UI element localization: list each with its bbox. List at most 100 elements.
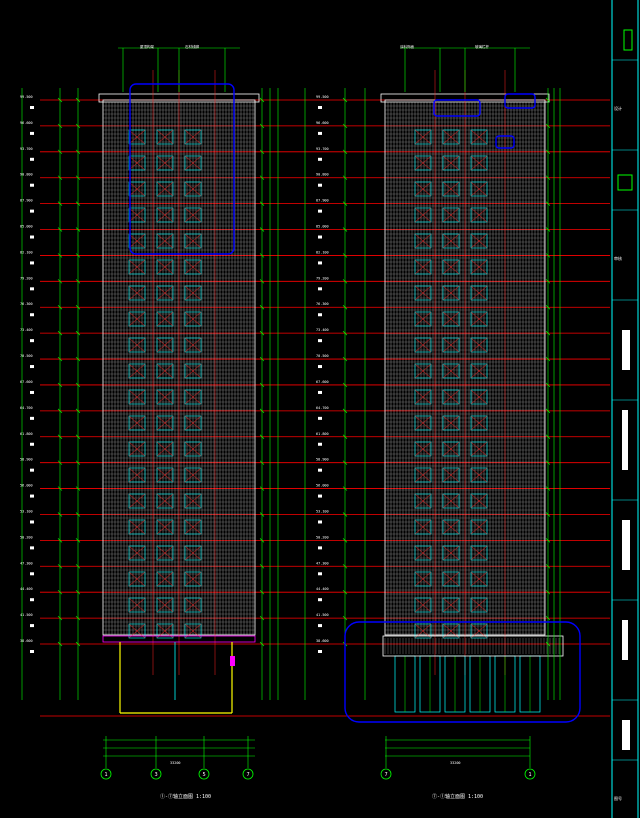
window-bracing [442, 597, 460, 613]
window-bracing [128, 155, 146, 171]
window-bracing [128, 571, 146, 587]
window-frame [470, 623, 488, 639]
window-frame [184, 155, 202, 171]
dimension-tick [75, 538, 81, 543]
window-frame [442, 519, 460, 535]
window-bracing [414, 389, 432, 405]
dimension-tick [342, 460, 348, 465]
dimension-tick [259, 641, 265, 647]
window-bracing [184, 571, 202, 587]
level-label-right: 47.300 [316, 561, 329, 565]
window-frame [156, 519, 174, 535]
window-bracing [184, 597, 202, 613]
dimension-tick [545, 149, 551, 155]
window-bracing [414, 233, 432, 249]
window-frame [470, 155, 488, 171]
dimension-tick [57, 123, 63, 129]
dimension-tick [545, 201, 551, 206]
dimension-tick [259, 330, 265, 336]
window-frame [156, 441, 174, 457]
dimension-tick [259, 486, 265, 491]
window-bracing [184, 415, 202, 431]
window-frame [156, 129, 174, 145]
window-bracing [470, 441, 488, 457]
window-frame [442, 233, 460, 249]
level-marker [318, 183, 322, 187]
dimension-tick [57, 175, 63, 180]
dimension-tick [75, 486, 81, 491]
level-marker [30, 494, 34, 498]
level-label-left: 56.000 [20, 484, 33, 488]
axis-bubble [198, 768, 210, 780]
window-bracing [470, 571, 488, 587]
axis-label: 7 [385, 772, 388, 778]
dimension-tick [75, 564, 81, 569]
window-bracing [184, 467, 202, 483]
dimension-tick [342, 175, 348, 180]
dimension-tick [57, 486, 63, 491]
level-marker [318, 650, 322, 653]
window-bracing [442, 129, 460, 145]
dimension-tick [545, 486, 551, 491]
dimension-tick [57, 641, 63, 647]
level-marker [318, 416, 322, 420]
window-bracing [184, 337, 202, 353]
level-label-left: 70.500 [20, 354, 33, 358]
window-bracing [128, 129, 146, 145]
dimension-tick [75, 253, 81, 258]
level-label-right: 41.500 [316, 613, 329, 617]
dimension-tick [342, 512, 348, 517]
dimension-tick [57, 434, 63, 439]
window-bracing [414, 363, 432, 379]
window-frame [184, 441, 202, 457]
dimension-tick [342, 382, 348, 388]
dimension-tick [259, 538, 265, 543]
revision-cloud [433, 99, 481, 117]
level-marker [30, 313, 34, 317]
window-frame [414, 337, 432, 353]
level-marker [318, 235, 322, 239]
dimension-tick [342, 305, 348, 310]
dimension-tick [545, 279, 551, 284]
window-frame [442, 129, 460, 145]
level-marker [318, 106, 322, 109]
title-block-text-bar [622, 410, 628, 470]
window-frame [414, 389, 432, 405]
window-bracing [156, 493, 174, 509]
window-bracing [442, 467, 460, 483]
level-label-right: 87.900 [316, 199, 329, 203]
window-frame [156, 571, 174, 587]
window-frame [184, 415, 202, 431]
window-frame [184, 207, 202, 223]
window-bracing [184, 129, 202, 145]
window-bracing [128, 441, 146, 457]
window-frame [442, 311, 460, 327]
dimension-tick [75, 641, 81, 647]
window-bracing [442, 311, 460, 327]
window-frame [442, 337, 460, 353]
dimension-tick [57, 408, 63, 414]
level-label-left: 73.400 [20, 328, 33, 332]
dimension-tick [75, 615, 81, 621]
window-frame [156, 389, 174, 405]
level-label-left: 47.300 [20, 561, 33, 565]
axis-label: 1 [529, 772, 532, 778]
window-bracing [414, 597, 432, 613]
window-frame [128, 233, 146, 249]
window-bracing [156, 311, 174, 327]
level-marker [318, 442, 322, 446]
window-frame [128, 285, 146, 301]
window-bracing [414, 415, 432, 431]
window-frame [184, 571, 202, 587]
window-bracing [128, 415, 146, 431]
level-marker [30, 572, 34, 576]
window-frame [470, 545, 488, 561]
window-frame [470, 129, 488, 145]
window-bracing [442, 493, 460, 509]
window-frame [470, 311, 488, 327]
dimension-tick [75, 460, 81, 465]
window-frame [470, 233, 488, 249]
level-label-left: 38.600 [20, 639, 33, 643]
level-label-left: 58.900 [20, 458, 33, 462]
window-bracing [156, 259, 174, 275]
